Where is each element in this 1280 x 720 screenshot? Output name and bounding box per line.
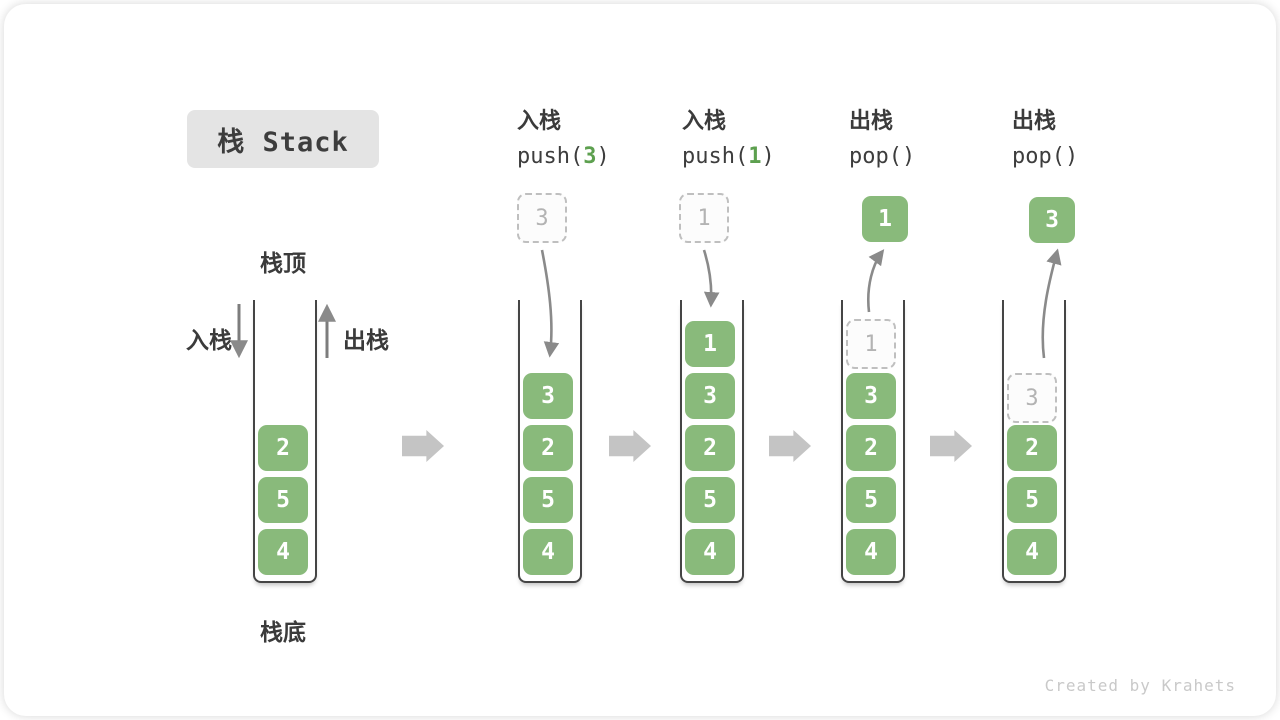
stack4-item: 5 (846, 477, 896, 523)
op-label-push-3: 入栈 push(3) (517, 104, 610, 174)
op-name: 出栈 (1012, 109, 1057, 134)
pop-direction-label: 出栈 (343, 328, 389, 354)
popped-value-box: 3 (1029, 197, 1075, 243)
diagram-title: 栈 Stack (187, 110, 379, 168)
stack3-item: 5 (685, 477, 735, 523)
removed-slot-box: 1 (846, 319, 896, 369)
incoming-value-box: 3 (517, 193, 567, 243)
stack3-item: 3 (685, 373, 735, 419)
removed-slot-box: 3 (1007, 373, 1057, 423)
stack4-item: 4 (846, 529, 896, 575)
incoming-value-box: 1 (679, 193, 729, 243)
op-label-push-1: 入栈 push(1) (682, 104, 775, 174)
stack3-item: 1 (685, 321, 735, 367)
stack5-item: 4 (1007, 529, 1057, 575)
stack5-item: 2 (1007, 425, 1057, 471)
stack5-item: 5 (1007, 477, 1057, 523)
stack-bottom-label: 栈底 (260, 620, 306, 646)
op-code: pop() (849, 144, 916, 169)
op-name: 入栈 (517, 109, 562, 134)
step-arrow-icon (769, 430, 811, 462)
popped-value-box: 1 (862, 196, 908, 242)
op-code: push(1) (682, 144, 775, 169)
push1-flow-arrow-icon (702, 249, 720, 308)
stack2-item: 3 (523, 373, 573, 419)
credit-text: Created by Krahets (1044, 676, 1236, 695)
op-name: 入栈 (682, 109, 727, 134)
stack2-item: 2 (523, 425, 573, 471)
op-label-pop-1: 出栈 pop() (849, 104, 915, 174)
op-label-pop-3: 出栈 pop() (1012, 104, 1078, 174)
op-code: push(3) (517, 144, 610, 169)
op-code: pop() (1012, 144, 1079, 169)
stack1-item: 2 (258, 425, 308, 471)
diagram-card: 栈 Stack 入栈 push(3) 入栈 push(1) 出栈 pop() 出… (4, 4, 1276, 716)
stack2-item: 5 (523, 477, 573, 523)
stack1-item: 4 (258, 529, 308, 575)
stack1-item: 5 (258, 477, 308, 523)
step-arrow-icon (609, 430, 651, 462)
stack4-item: 3 (846, 373, 896, 419)
stack3-item: 2 (685, 425, 735, 471)
push-direction-label: 入栈 (186, 328, 232, 354)
op-name: 出栈 (849, 109, 894, 134)
step-arrow-icon (930, 430, 972, 462)
stack3-item: 4 (685, 529, 735, 575)
stack-top-label: 栈顶 (260, 251, 306, 277)
stack4-item: 2 (846, 425, 896, 471)
stack2-item: 4 (523, 529, 573, 575)
step-arrow-icon (402, 430, 444, 462)
